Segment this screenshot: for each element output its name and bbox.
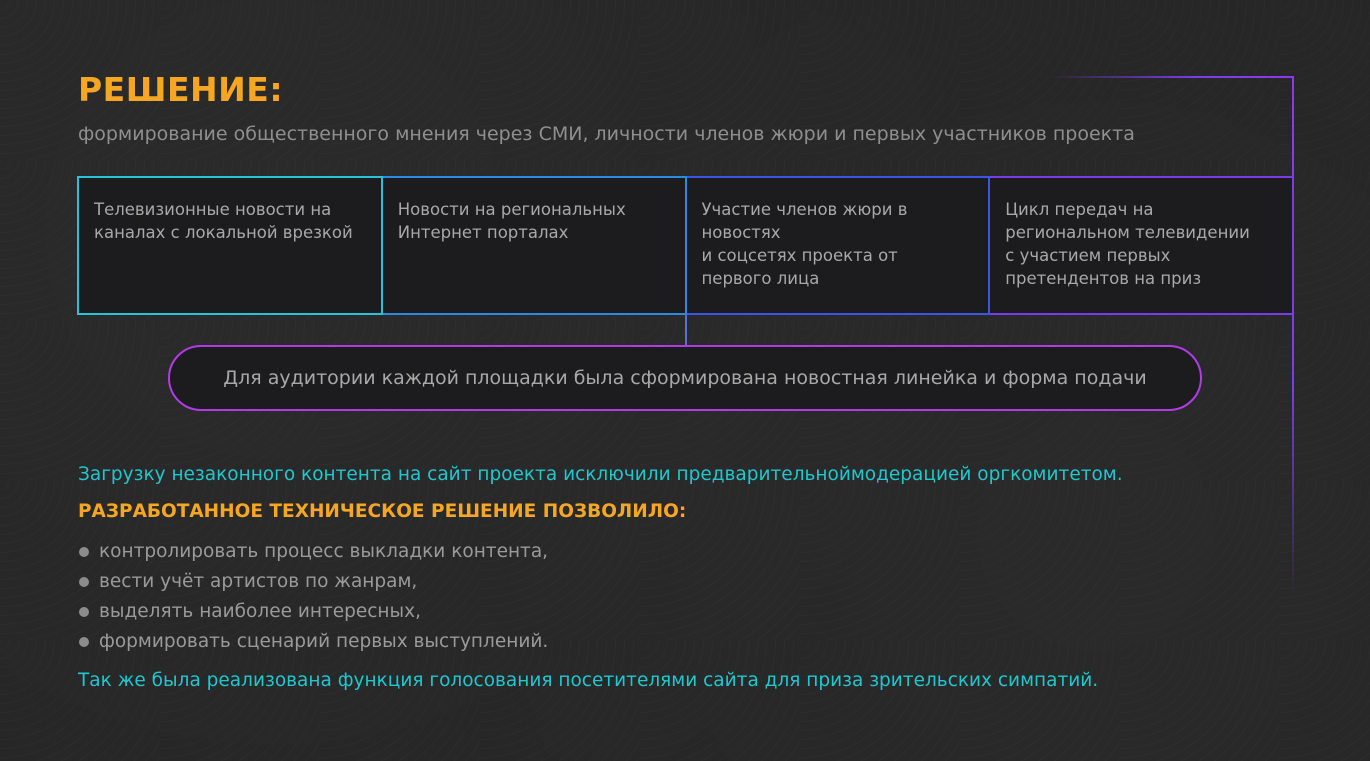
list-item: контролировать процесс выкладки контента… bbox=[78, 537, 548, 567]
channel-box-jury-social: Участие членов жюри в новостях и соцсетя… bbox=[686, 176, 991, 315]
connector-line-right bbox=[1292, 76, 1294, 596]
bullet-icon bbox=[79, 637, 89, 647]
connector-line-center bbox=[685, 314, 687, 345]
bullet-icon bbox=[79, 547, 89, 557]
list-item: формировать сценарий первых выступлений. bbox=[78, 627, 548, 657]
channel-box-regional-portals: Новости на региональных Интернет портала… bbox=[382, 176, 687, 315]
channel-box-tv-series: Цикл передач на региональном телевидении… bbox=[990, 176, 1294, 315]
list-item-text: вести учёт артистов по жанрам, bbox=[99, 571, 418, 592]
moderation-note: Загрузку незаконного контента на сайт пр… bbox=[78, 464, 1123, 485]
connector-line-top bbox=[1050, 76, 1294, 78]
list-item: вести учёт артистов по жанрам, bbox=[78, 567, 548, 597]
page-title: РЕШЕНИЕ: bbox=[78, 70, 284, 109]
tech-solution-heading: РАЗРАБОТАННОЕ ТЕХНИЧЕСКОЕ РЕШЕНИЕ ПОЗВОЛ… bbox=[78, 501, 687, 522]
list-item-text: контролировать процесс выкладки контента… bbox=[99, 541, 549, 562]
bullet-icon bbox=[79, 577, 89, 587]
tech-solution-list: контролировать процесс выкладки контента… bbox=[78, 537, 548, 657]
list-item-text: выделять наиболее интересных, bbox=[99, 601, 421, 622]
list-item-text: формировать сценарий первых выступлений. bbox=[99, 631, 549, 652]
voting-note: Так же была реализована функция голосова… bbox=[78, 670, 1099, 691]
bullet-icon bbox=[79, 607, 89, 617]
media-channels-row: Телевизионные новости на каналах с локал… bbox=[77, 176, 1294, 315]
channel-box-tv-news: Телевизионные новости на каналах с локал… bbox=[77, 176, 383, 315]
list-item: выделять наиболее интересных, bbox=[78, 597, 548, 627]
page-subtitle: формирование общественного мнения через … bbox=[78, 123, 1135, 145]
audience-summary-pill: Для аудитории каждой площадки была сформ… bbox=[168, 345, 1202, 411]
